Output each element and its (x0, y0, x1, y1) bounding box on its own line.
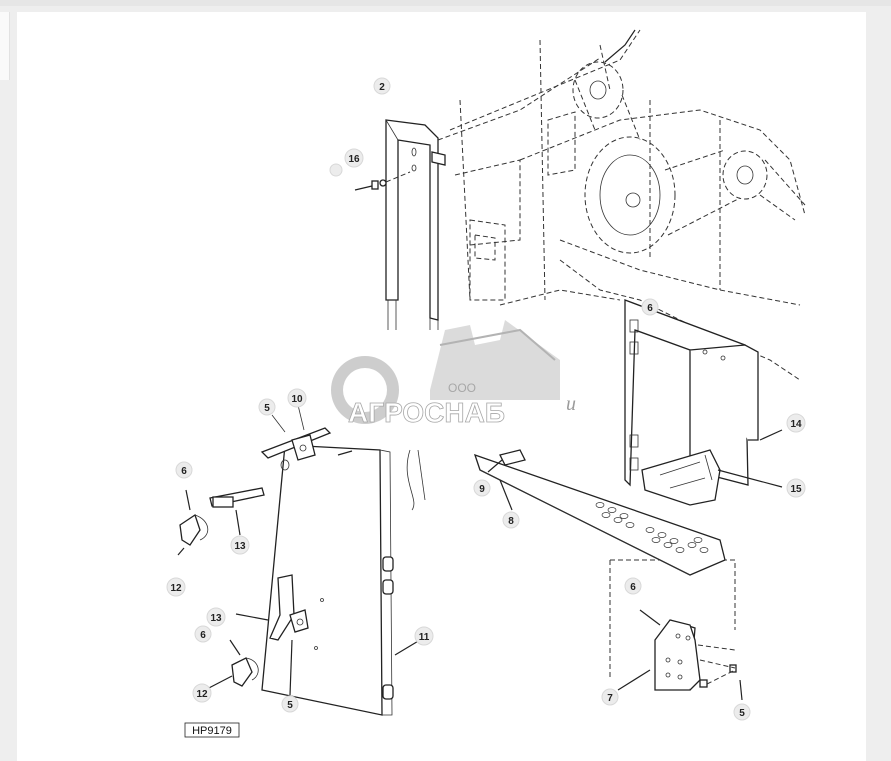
svg-text:13: 13 (234, 541, 246, 552)
svg-text:16: 16 (348, 154, 360, 165)
vertical-channel-part-2 (385, 57, 601, 330)
svg-text:11: 11 (419, 632, 430, 643)
callout-9: 9 (473, 479, 491, 497)
svg-text:HP9179: HP9179 (192, 725, 232, 737)
machine-frame-outline (449, 29, 806, 680)
svg-text:5: 5 (739, 708, 745, 719)
bracket-part-7 (617, 609, 743, 701)
callout-16: 16 (344, 148, 364, 168)
svg-text:12: 12 (170, 583, 182, 594)
svg-text:6: 6 (181, 466, 187, 477)
watermark-company: АГРОСНАБ (348, 397, 505, 428)
watermark-prefix: ООО (448, 381, 476, 395)
callout-unlabeled (329, 163, 343, 177)
watermark-letter: u (566, 393, 576, 415)
callout-6-lower-left: 6 (194, 625, 212, 643)
svg-text:2: 2 (379, 82, 385, 93)
svg-text:12: 12 (196, 689, 208, 700)
svg-text:6: 6 (200, 630, 206, 641)
callout-6-upper-left: 6 (175, 461, 193, 479)
side-cover-part-14 (624, 299, 783, 487)
svg-text:10: 10 (291, 394, 303, 405)
step-plate-part-8 (473, 453, 726, 576)
handle-part-13-lower (235, 574, 309, 696)
svg-text:9: 9 (479, 484, 485, 495)
callout-11: 11 (414, 626, 434, 646)
handle-part-13-upper (209, 487, 265, 536)
diagram-sheet: ООО АГРОСНАБ u 2 16 6 14 15 9 8 5 10 6 1… (17, 12, 866, 761)
svg-text:6: 6 (630, 582, 636, 593)
svg-text:6: 6 (647, 303, 653, 314)
bracket-part-15 (641, 449, 783, 506)
latch-part-12-upper (177, 489, 209, 556)
callout-12-upper: 12 (166, 577, 186, 597)
top-bar (0, 0, 891, 6)
parts-diagram: ООО АГРОСНАБ u 2 16 6 14 15 9 8 5 10 6 1… (166, 29, 806, 738)
latch-plate-part-10 (260, 404, 353, 471)
callout-15: 15 (786, 478, 806, 498)
callout-5-lower-left: 5 (281, 695, 299, 713)
latch-part-12-lower (204, 639, 259, 691)
callout-12-lower: 12 (192, 683, 212, 703)
callout-13-upper: 13 (230, 535, 250, 555)
callout-5-lower-right: 5 (733, 703, 751, 721)
bolt-part-9 (487, 449, 526, 473)
agrosnab-watermark: ООО АГРОСНАБ u (331, 320, 576, 428)
callout-2: 2 (373, 77, 391, 95)
drawing-code-label: HP9179 (184, 722, 240, 738)
svg-text:15: 15 (790, 484, 802, 495)
callout-8: 8 (502, 511, 520, 529)
callout-6-top-right: 6 (641, 298, 659, 316)
callout-5-upper: 5 (258, 398, 276, 416)
misc-lines (406, 449, 426, 511)
callout-6-lower-right: 6 (624, 577, 642, 595)
drive-pulleys (572, 29, 806, 254)
callout-7: 7 (601, 688, 619, 706)
svg-text:5: 5 (264, 403, 270, 414)
side-tab (0, 12, 10, 80)
svg-text:14: 14 (790, 419, 802, 430)
svg-text:7: 7 (607, 693, 613, 704)
svg-text:5: 5 (287, 700, 293, 711)
svg-text:13: 13 (210, 613, 222, 624)
callout-14: 14 (786, 413, 806, 433)
callout-13-lower: 13 (206, 607, 226, 627)
callout-10: 10 (287, 388, 307, 408)
bolt-part-16 (354, 171, 411, 191)
svg-text:8: 8 (508, 516, 514, 527)
